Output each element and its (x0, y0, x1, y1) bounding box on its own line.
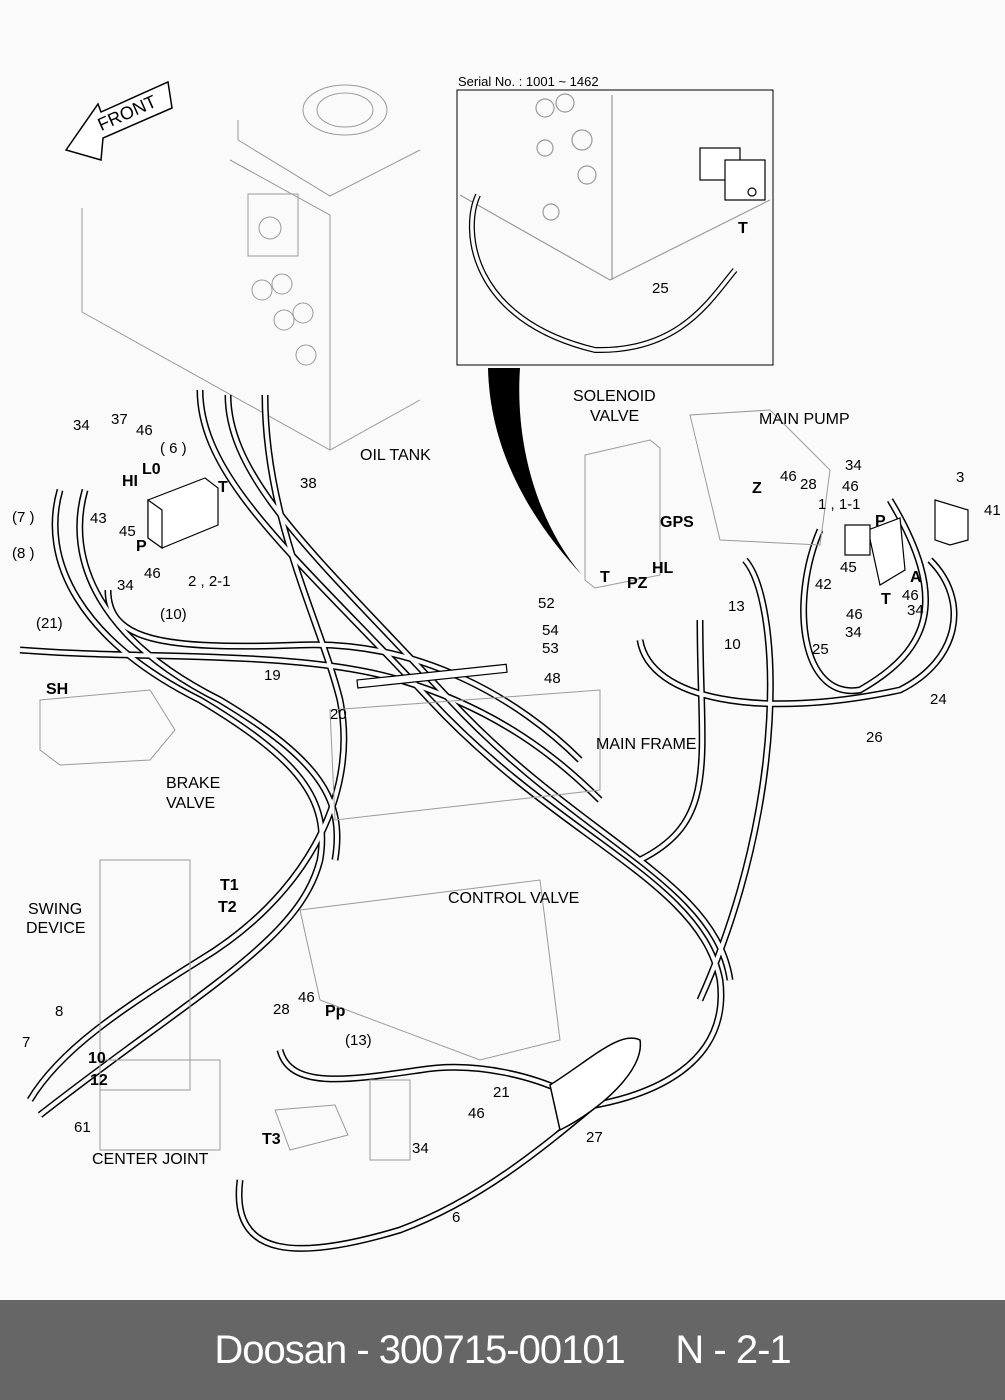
callout-54: 54 (542, 622, 559, 639)
hydraulic-pilot-piping-diagram (19, 80, 969, 1252)
callout-21: 21 (493, 1084, 510, 1101)
port-z: Z (752, 480, 762, 497)
callout-52: 52 (538, 595, 555, 612)
callout-13-ref: (13) (345, 1032, 372, 1049)
callout-45: 45 (119, 523, 136, 540)
callout-34: 34 (907, 602, 924, 619)
center-joint-port-12: 12 (90, 1072, 108, 1089)
callout-46: 46 (902, 587, 919, 604)
callout-37: 37 (111, 411, 128, 428)
port-t-right: T (881, 591, 891, 608)
callout-20: 20 (330, 706, 347, 723)
serial-inset-frame (456, 89, 774, 366)
port-pp: Pp (325, 1003, 346, 1020)
callout-45: 45 (840, 559, 857, 576)
callout-27: 27 (586, 1129, 603, 1146)
callout-6-ref: ( 6 ) (160, 440, 187, 457)
label-solenoid-valve-1: SOLENOID (573, 388, 656, 405)
callout-26: 26 (866, 729, 883, 746)
callout-34: 34 (117, 577, 134, 594)
label-center-joint: CENTER JOINT (92, 1151, 209, 1168)
callout-43: 43 (90, 510, 107, 527)
callout-8: 8 (55, 1003, 64, 1020)
callout-46: 46 (842, 478, 859, 495)
front-arrow-icon (64, 80, 173, 161)
callout-10-ref: (10) (160, 606, 187, 623)
port-gps: GPS (660, 514, 694, 531)
callout-21-ref: (21) (36, 615, 63, 632)
callout-19: 19 (264, 667, 281, 684)
callout-46: 46 (468, 1105, 485, 1122)
port-hl: HL (652, 560, 674, 577)
callout-46: 46 (780, 468, 797, 485)
port-pz: PZ (627, 575, 648, 592)
label-control-valve: CONTROL VALVE (448, 890, 580, 907)
callout-28: 28 (273, 1001, 290, 1018)
callout-34: 34 (73, 417, 90, 434)
inset-port-t: T (738, 220, 748, 237)
callout-8-ref: (8 ) (12, 545, 35, 562)
port-t2: T2 (218, 899, 237, 916)
center-joint-port-10: 10 (88, 1050, 106, 1067)
footer-bar: Doosan - 300715-00101 N - 2-1 (0, 1300, 1005, 1400)
callout-34: 34 (845, 624, 862, 641)
port-hi: HI (122, 473, 138, 490)
component-outlines-light (39, 409, 831, 1161)
callout-48: 48 (544, 670, 561, 687)
footer-page-ref: N - 2-1 (675, 1327, 791, 1372)
callout-46: 46 (144, 565, 161, 582)
footer-part-number: Doosan - 300715-00101 (214, 1327, 625, 1372)
label-main-frame: MAIN FRAME (596, 736, 697, 753)
label-oil-tank: OIL TANK (360, 447, 431, 464)
label-main-pump: MAIN PUMP (759, 411, 850, 428)
callout-1-1-1: 1 , 1-1 (818, 496, 861, 513)
port-l0: L0 (142, 461, 161, 478)
callout-13: 13 (728, 598, 745, 615)
port-t3: T3 (262, 1131, 281, 1148)
callout-46: 46 (136, 422, 153, 439)
label-brake-valve-2: VALVE (166, 795, 216, 812)
footer-spacer (625, 1328, 676, 1373)
callout-24: 24 (930, 691, 947, 708)
protective-sleeve (549, 1037, 641, 1132)
inset-drawing (459, 93, 771, 354)
callout-34: 34 (845, 457, 862, 474)
callout-28: 28 (800, 476, 817, 493)
port-p-right: P (875, 513, 886, 530)
inset-callout-25: 25 (652, 280, 669, 297)
callout-7-ref: (7 ) (12, 509, 35, 526)
callout-42: 42 (815, 576, 832, 593)
port-p-left: P (136, 538, 147, 555)
callout-2-2-1: 2 , 2-1 (188, 573, 231, 590)
port-t-left: T (218, 479, 228, 496)
callout-46: 46 (846, 606, 863, 623)
callout-7: 7 (22, 1034, 31, 1051)
callout-46: 46 (298, 989, 315, 1006)
callout-53: 53 (542, 640, 559, 657)
inset-pointer-wedge (488, 368, 582, 575)
callout-38: 38 (300, 475, 317, 492)
label-swing-device-2: DEVICE (26, 920, 86, 937)
port-sh: SH (46, 681, 69, 698)
callout-41: 41 (984, 502, 1001, 519)
valve-blocks (147, 477, 969, 689)
callout-3: 3 (956, 469, 965, 486)
callout-10: 10 (724, 636, 741, 653)
label-solenoid-valve-2: VALVE (590, 408, 640, 425)
port-a-right: A (910, 569, 922, 586)
hoses-inner (19, 389, 956, 1251)
inset-serial-caption: Serial No. : 1001 ~ 1462 (458, 74, 599, 89)
port-t-solenoid: T (600, 569, 610, 586)
callout-25: 25 (812, 641, 829, 658)
callout-6: 6 (452, 1209, 461, 1226)
oil-tank-outline (81, 84, 421, 451)
label-swing-device-1: SWING (28, 901, 83, 918)
callout-61: 61 (74, 1119, 91, 1136)
callout-34: 34 (412, 1140, 429, 1157)
label-brake-valve-1: BRAKE (166, 775, 221, 792)
port-t1: T1 (220, 877, 239, 894)
